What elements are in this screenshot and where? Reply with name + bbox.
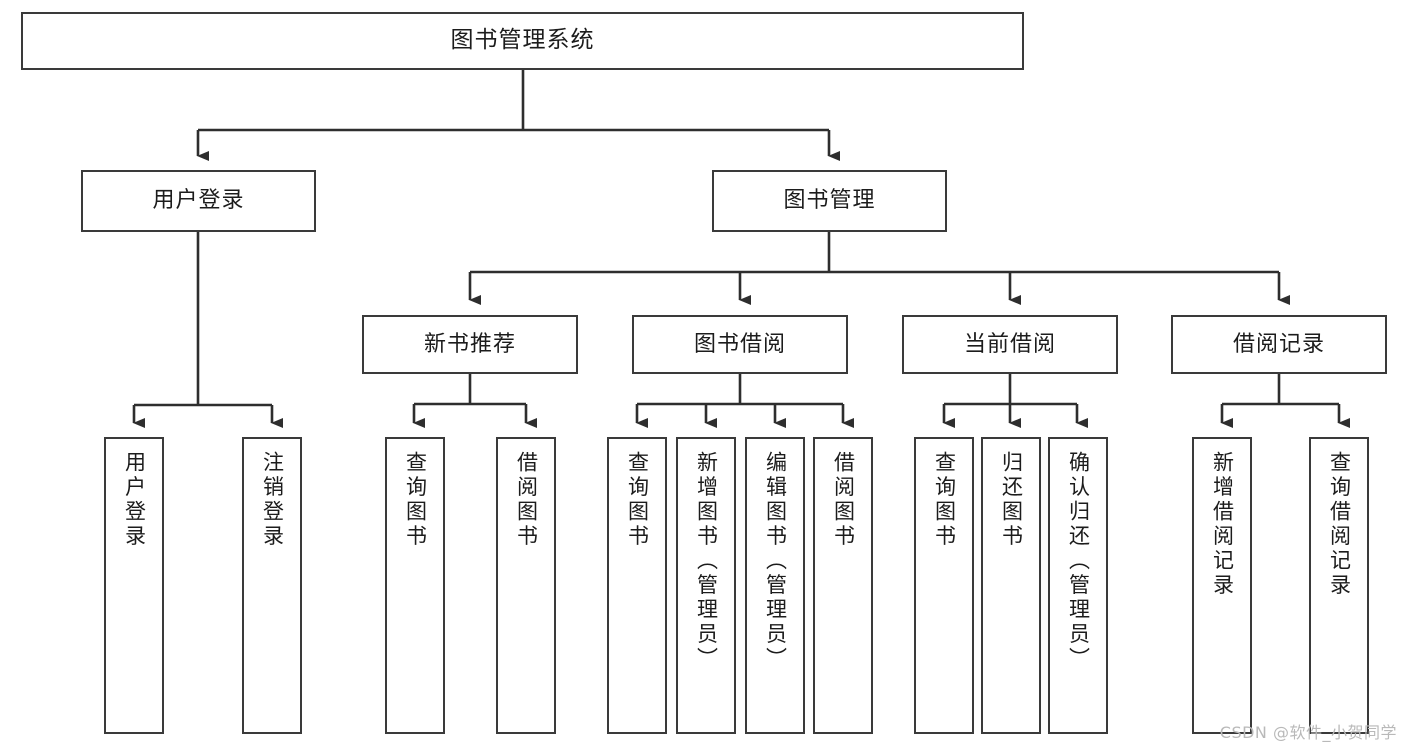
node-leaf-add-record[interactable]: 新增借阅记录 <box>1192 437 1252 734</box>
node-current-borrow[interactable]: 当前借阅 <box>902 315 1118 374</box>
node-leaf-query-book-1[interactable]: 查询图书 <box>385 437 445 734</box>
node-root[interactable]: 图书管理系统 <box>21 12 1024 70</box>
csdn-watermark: CSDN @软件_小贺同学 <box>1219 723 1397 742</box>
node-book-manage[interactable]: 图书管理 <box>712 170 947 232</box>
node-leaf-add-book-label: 新增图书（管理员） <box>694 451 719 672</box>
node-root-label: 图书管理系统 <box>450 27 595 54</box>
node-current-borrow-label: 当前借阅 <box>963 331 1056 357</box>
node-user-login[interactable]: 用户登录 <box>81 170 316 232</box>
node-leaf-return-book-label: 归还图书 <box>999 451 1024 549</box>
node-leaf-query-book-3[interactable]: 查询图书 <box>914 437 974 734</box>
node-leaf-query-book-2-label: 查询图书 <box>625 451 650 549</box>
node-leaf-user-login-label: 用户登录 <box>122 451 147 549</box>
node-book-borrow-label: 图书借阅 <box>693 331 786 357</box>
node-leaf-query-record-label: 查询借阅记录 <box>1327 451 1352 598</box>
node-borrow-record[interactable]: 借阅记录 <box>1171 315 1387 374</box>
node-leaf-confirm-return[interactable]: 确认归还（管理员） <box>1048 437 1108 734</box>
node-leaf-query-book-2[interactable]: 查询图书 <box>607 437 667 734</box>
node-leaf-confirm-return-label: 确认归还（管理员） <box>1066 451 1091 672</box>
node-leaf-edit-book-label: 编辑图书（管理员） <box>763 451 788 672</box>
node-leaf-add-book[interactable]: 新增图书（管理员） <box>676 437 736 734</box>
node-leaf-user-login[interactable]: 用户登录 <box>104 437 164 734</box>
node-leaf-borrow-book-1-label: 借阅图书 <box>514 451 539 549</box>
node-new-book-recommend[interactable]: 新书推荐 <box>362 315 578 374</box>
node-leaf-query-book-3-label: 查询图书 <box>932 451 957 549</box>
node-leaf-borrow-book-2[interactable]: 借阅图书 <box>813 437 873 734</box>
node-book-manage-label: 图书管理 <box>783 188 876 214</box>
node-leaf-return-book[interactable]: 归还图书 <box>981 437 1041 734</box>
node-leaf-user-logout[interactable]: 注销登录 <box>242 437 302 734</box>
node-leaf-user-logout-label: 注销登录 <box>260 451 285 549</box>
node-borrow-record-label: 借阅记录 <box>1232 331 1325 357</box>
node-user-login-label: 用户登录 <box>152 188 245 214</box>
node-leaf-query-book-1-label: 查询图书 <box>403 451 428 549</box>
node-leaf-borrow-book-2-label: 借阅图书 <box>831 451 856 549</box>
node-leaf-query-record[interactable]: 查询借阅记录 <box>1309 437 1369 734</box>
node-leaf-borrow-book-1[interactable]: 借阅图书 <box>496 437 556 734</box>
node-book-borrow[interactable]: 图书借阅 <box>632 315 848 374</box>
node-leaf-edit-book[interactable]: 编辑图书（管理员） <box>745 437 805 734</box>
node-leaf-add-record-label: 新增借阅记录 <box>1210 451 1235 598</box>
node-new-book-recommend-label: 新书推荐 <box>423 331 516 357</box>
